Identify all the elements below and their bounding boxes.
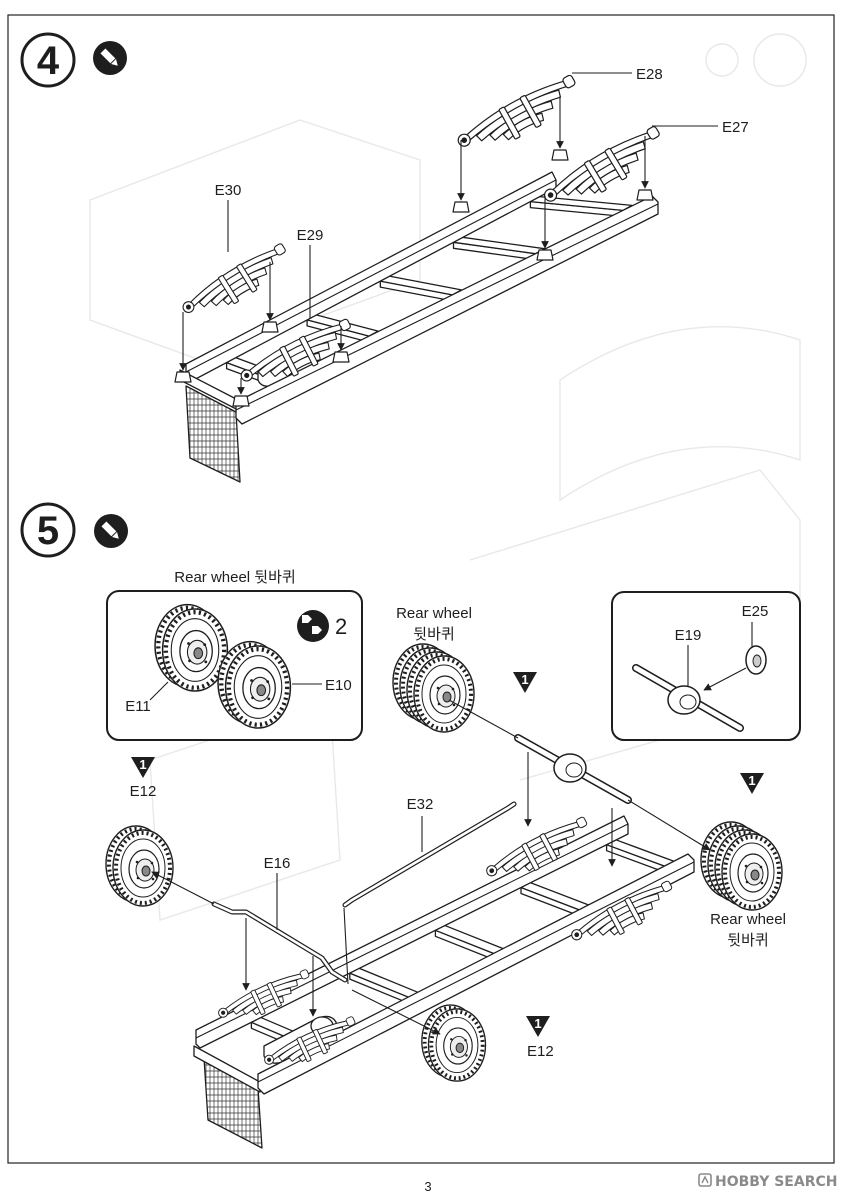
step5-number: 5 [37,509,59,553]
spring-hanger [232,395,250,407]
ghost-fender-outline [559,326,801,502]
step-marker-number: 1 [139,757,146,772]
front-wheel-e12-left [104,824,175,908]
radiator-grille [185,385,241,483]
spring-hanger [551,149,569,161]
step-marker-number: 1 [521,672,528,687]
step-marker-triangle [131,757,155,778]
part-label-e29: E29 [297,227,324,244]
step-marker-triangle [740,773,764,794]
callout-e12-bottom: 1 E12 [526,1016,554,1060]
ghost-step-circle [753,33,807,87]
rod-e16 [211,901,348,983]
part-label-e28: E28 [636,66,663,83]
callout-e12-left: 1 E12 [130,757,157,800]
step5-assembly-lines [151,699,711,1035]
part-label-e25: E25 [742,603,769,620]
rear-wheel-right-dual [699,820,784,912]
hobby-search-logo-icon [698,1173,712,1187]
repeat-icon [297,610,329,642]
repeat-count: 2 [335,614,347,639]
step-marker-number: 1 [748,773,755,788]
paint-icon [94,514,128,548]
frame-rail-near-edge [257,861,695,1083]
inset-box [611,591,801,741]
ghost-cab-outline [89,119,421,361]
frame-rail-near [257,853,695,1095]
rear-wheel-label: Rear wheel [396,605,472,622]
part-label-e12: E12 [527,1043,554,1060]
assembly-line [343,907,349,985]
ghost-icon-circle [705,43,739,77]
part-label-e30: E30 [215,182,242,199]
leaf-spring-e30 [178,239,296,329]
front-wheel-e12-right [419,1003,488,1083]
spring-hanger [174,371,192,383]
step4-header: 4 [20,32,127,88]
rear-wheel-label: Rear wheel [710,911,786,928]
step4-assembly-arrows [179,72,718,395]
frame-rail-far [195,815,629,1049]
axle-inset: E25 E19 [611,591,801,741]
part-label-e16: E16 [264,855,291,872]
step-marker-triangle [526,1016,550,1037]
part-label-e10: E10 [325,677,352,694]
assembly-arrow [151,871,215,905]
assembly-arrow [703,667,747,691]
step5-number-circle [20,502,76,558]
rear-axle [514,734,632,804]
part-label-e27: E27 [722,119,749,136]
spring-hanger [261,321,279,333]
differential-cover [679,694,697,710]
watermark-text: HOBBY SEARCH [715,1174,837,1190]
spring-hanger [332,351,350,363]
page-number: 3 [424,1179,431,1194]
paint-icon [93,41,127,75]
spring-hanger [452,201,470,213]
spring-hanger [636,189,654,201]
callout-rear-wheel-upper: Rear wheel 뒷바퀴 1 [396,605,537,693]
spring-hanger [536,249,554,261]
part-label-e12: E12 [130,783,157,800]
step4-number-circle [20,32,76,88]
rod-e32 [342,801,517,908]
step-marker-triangle [513,672,537,693]
show-through-ghost [89,33,807,921]
part-label-e32: E32 [407,796,434,813]
step5-header: 5 [20,502,128,558]
rear-wheel-label-korean: 뒷바퀴 [727,932,768,949]
rear-wheel-inset: 2 E11 E10 [106,590,363,741]
callout-rear-wheel-right: 1 Rear wheel 뒷바퀴 [710,773,786,949]
assembly-line [448,699,519,739]
part-label-e19: E19 [675,627,702,644]
page-frame [7,14,835,1164]
front-crossbar [193,1045,261,1093]
rear-wheel-label-korean: 뒷바퀴 [413,626,454,643]
assembly-arrow [351,989,441,1035]
rear-wheel-left-dual [391,642,476,734]
hobby-search-watermark: HOBBY SEARCH [698,1173,837,1190]
step4-number: 4 [37,39,60,83]
step4-chassis-frame [174,149,659,483]
part-label-e11: E11 [125,698,151,715]
frame-rail-near-edge [235,203,659,411]
rear-wheel-inset-title: Rear wheel 뒷바퀴 [174,569,295,586]
step-marker-number: 1 [534,1016,541,1031]
leader-line-e11 [149,681,169,701]
assembly-arrow [627,799,711,851]
frame-rail-far-edge [185,179,557,373]
